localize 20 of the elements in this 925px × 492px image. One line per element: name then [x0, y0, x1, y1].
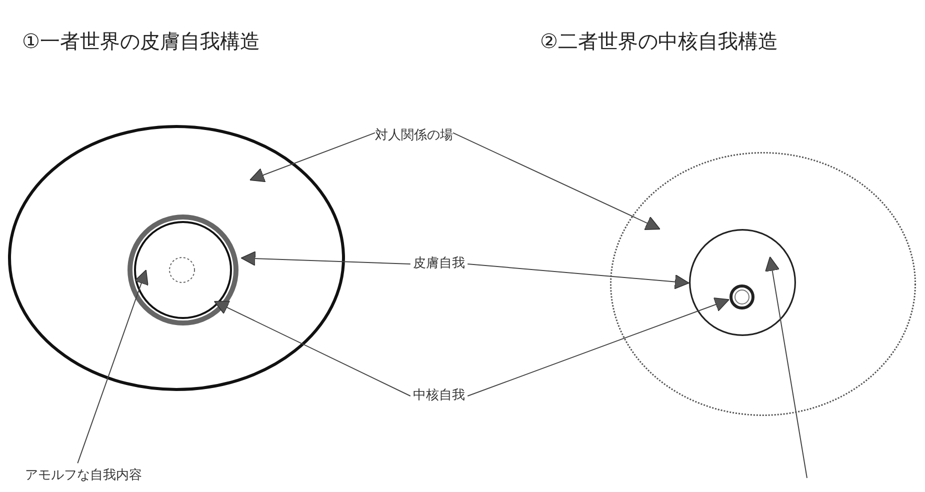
panel-heading: ①一者世界の皮膚自我構造 [22, 28, 260, 55]
leader-line [77, 270, 148, 464]
panel-heading: ②二者世界の中核自我構造 [540, 28, 778, 55]
leader-line [467, 264, 690, 290]
leader-line [249, 132, 376, 182]
small-ring [729, 284, 755, 310]
callout-label: 皮膚自我 [413, 256, 465, 272]
leader-line [467, 297, 730, 396]
callout-label: 対人関係の場 [375, 128, 453, 144]
leader-line [214, 300, 411, 396]
leader-line [240, 251, 411, 266]
callout-label: アモルフな自我内容 [25, 468, 142, 484]
dashed-circle [169, 257, 195, 283]
callout-label: 中核自我 [413, 388, 465, 404]
leader-line [764, 256, 808, 478]
leader-line [452, 132, 660, 230]
inner-circle [689, 229, 796, 336]
outer-ellipse [8, 125, 345, 391]
double-ring [127, 214, 239, 326]
dotted-ellipse [610, 152, 916, 416]
